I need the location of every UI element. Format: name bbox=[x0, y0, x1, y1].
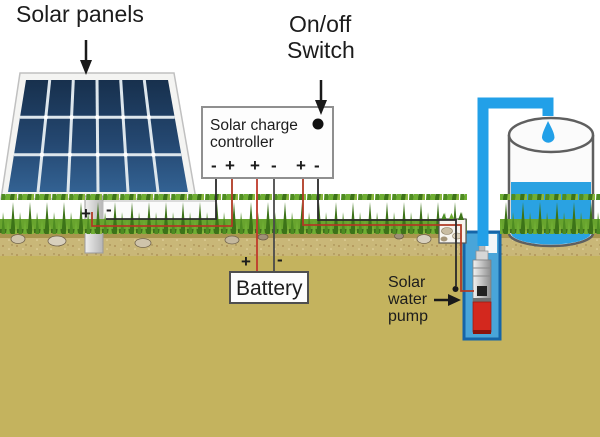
battery-label: Battery bbox=[236, 277, 303, 300]
controller-title-line2: controller bbox=[210, 134, 274, 151]
terminal-symbol-2: + bbox=[225, 156, 235, 175]
terminal-symbol-5: + bbox=[296, 156, 306, 175]
wire-pump-positive bbox=[302, 178, 474, 292]
charge-controller-box: Solar charge controller - + + - + - bbox=[201, 106, 334, 179]
wire-panel-negative bbox=[106, 178, 217, 220]
battery-plus-symbol: + bbox=[241, 252, 251, 271]
wire-end-connector bbox=[452, 286, 459, 292]
wire-panel-positive bbox=[91, 178, 233, 227]
pump-label-line1: Solar bbox=[388, 274, 426, 291]
water-drop-icon bbox=[542, 121, 555, 143]
solar-panel bbox=[0, 72, 217, 254]
terminal-symbol-6: - bbox=[314, 156, 320, 175]
onoff-switch-dot[interactable] bbox=[312, 118, 324, 130]
solar-water-pump-label: Solar water pump bbox=[387, 274, 428, 325]
water-pipe bbox=[477, 97, 554, 246]
onoff-switch-label-line2: Switch bbox=[287, 37, 355, 63]
switch-arrow-icon bbox=[315, 80, 327, 115]
pump-arrow-icon bbox=[434, 294, 461, 306]
battery-box: + - Battery bbox=[229, 250, 309, 304]
terminal-symbol-4: - bbox=[271, 156, 277, 175]
soil bbox=[0, 231, 600, 437]
solar-panels-label: Solar panels bbox=[16, 1, 144, 27]
battery-minus-symbol: - bbox=[277, 250, 283, 269]
panel-minus-symbol: - bbox=[106, 200, 112, 219]
wire-pump-negative bbox=[317, 178, 457, 286]
grass bbox=[0, 194, 600, 234]
submersible-pump bbox=[472, 242, 492, 334]
controller-title-line1: Solar charge bbox=[210, 117, 298, 134]
panels-arrow-icon bbox=[80, 40, 92, 75]
terminal-symbol-3: + bbox=[250, 156, 260, 175]
pump-label-line2: water bbox=[387, 291, 428, 308]
terminal-symbol-1: - bbox=[211, 156, 217, 175]
wellhead-pad bbox=[438, 212, 467, 244]
pump-label-line3: pump bbox=[388, 308, 428, 325]
panel-plus-symbol: + bbox=[81, 204, 91, 223]
onoff-switch-label-line1: On/off bbox=[289, 11, 352, 37]
pump-red-section bbox=[472, 301, 492, 333]
